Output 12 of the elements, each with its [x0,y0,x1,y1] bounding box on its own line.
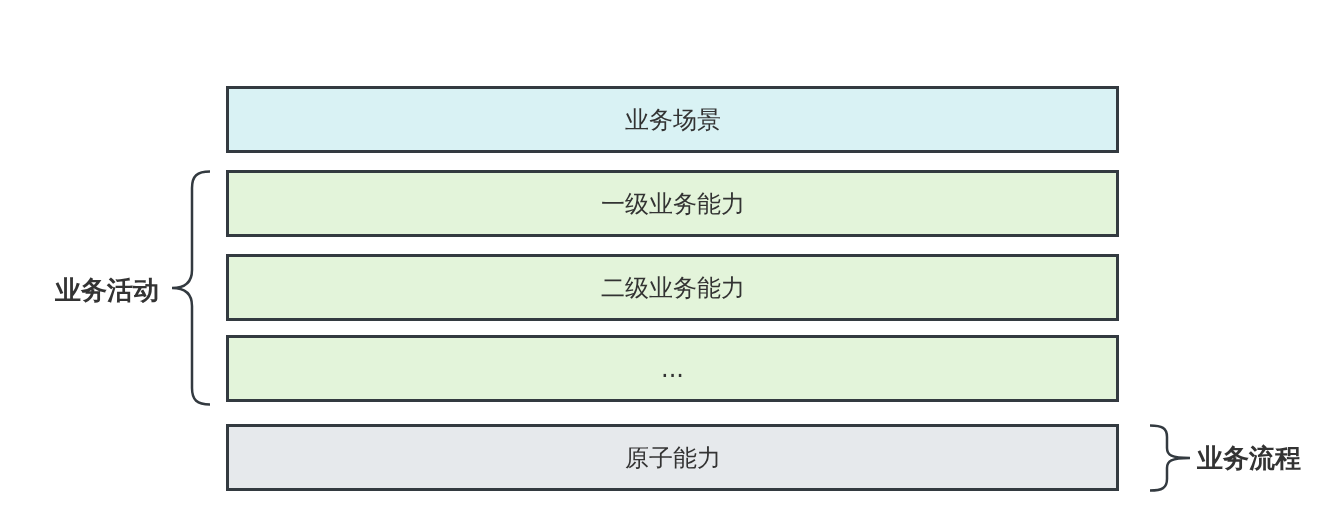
box-label: 二级业务能力 [600,272,745,304]
brace-label: 业务流程 [1197,445,1301,471]
layer-box [226,254,1119,321]
brace-label: 业务活动 [55,277,159,303]
box-label: ... [661,354,684,383]
layer-box [226,170,1119,237]
box-label: 业务场景 [624,104,721,136]
layer-box [226,86,1119,153]
layer-box [226,335,1119,402]
layer-box [226,424,1119,491]
box-label: 原子能力 [624,442,721,474]
box-label: 一级业务能力 [600,188,745,220]
